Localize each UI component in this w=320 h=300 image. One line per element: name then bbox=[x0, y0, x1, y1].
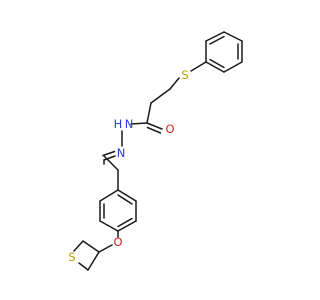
bond bbox=[117, 194, 133, 205]
bond bbox=[99, 220, 119, 232]
atom-labels: S O N H N O S bbox=[68, 68, 188, 264]
bond bbox=[209, 58, 225, 69]
structure-diagram: S O N H N O S bbox=[68, 31, 243, 271]
bond bbox=[98, 244, 113, 253]
bond bbox=[117, 217, 133, 228]
bond bbox=[169, 77, 180, 90]
bond bbox=[102, 150, 116, 157]
bond bbox=[223, 61, 243, 73]
bond bbox=[117, 189, 137, 202]
bond bbox=[205, 61, 225, 73]
benzene-ring bbox=[99, 169, 137, 238]
bond bbox=[117, 220, 137, 232]
bond bbox=[99, 189, 119, 202]
bond bbox=[205, 31, 225, 42]
bond bbox=[103, 155, 116, 161]
oxygen-atom-label: O bbox=[165, 122, 174, 136]
oxygen-atom-label: O bbox=[113, 235, 122, 249]
nitrogen-atom-label: N bbox=[117, 146, 126, 160]
bond bbox=[82, 240, 100, 253]
bond bbox=[190, 61, 207, 72]
bond bbox=[87, 251, 100, 271]
hydrazone-linkage bbox=[102, 130, 123, 171]
bond bbox=[146, 126, 162, 134]
bond bbox=[73, 240, 84, 252]
bond bbox=[146, 102, 152, 124]
molecule-canvas: S O N H N O S bbox=[68, 31, 243, 271]
hydrogen-atom-label: H bbox=[114, 117, 123, 131]
bond bbox=[103, 155, 119, 171]
phenyl-ring bbox=[205, 31, 243, 73]
thietane-ring bbox=[73, 240, 113, 271]
nitrogen-atom-label: N bbox=[125, 117, 134, 131]
bond bbox=[209, 35, 225, 45]
bond bbox=[130, 122, 148, 125]
propanoyl-chain bbox=[130, 61, 207, 134]
bond bbox=[146, 122, 163, 130]
sulfur-atom-label: S bbox=[68, 250, 75, 264]
sulfur-atom-label: S bbox=[181, 68, 188, 82]
bond bbox=[150, 88, 171, 104]
bond bbox=[223, 31, 243, 42]
bond bbox=[78, 262, 89, 271]
